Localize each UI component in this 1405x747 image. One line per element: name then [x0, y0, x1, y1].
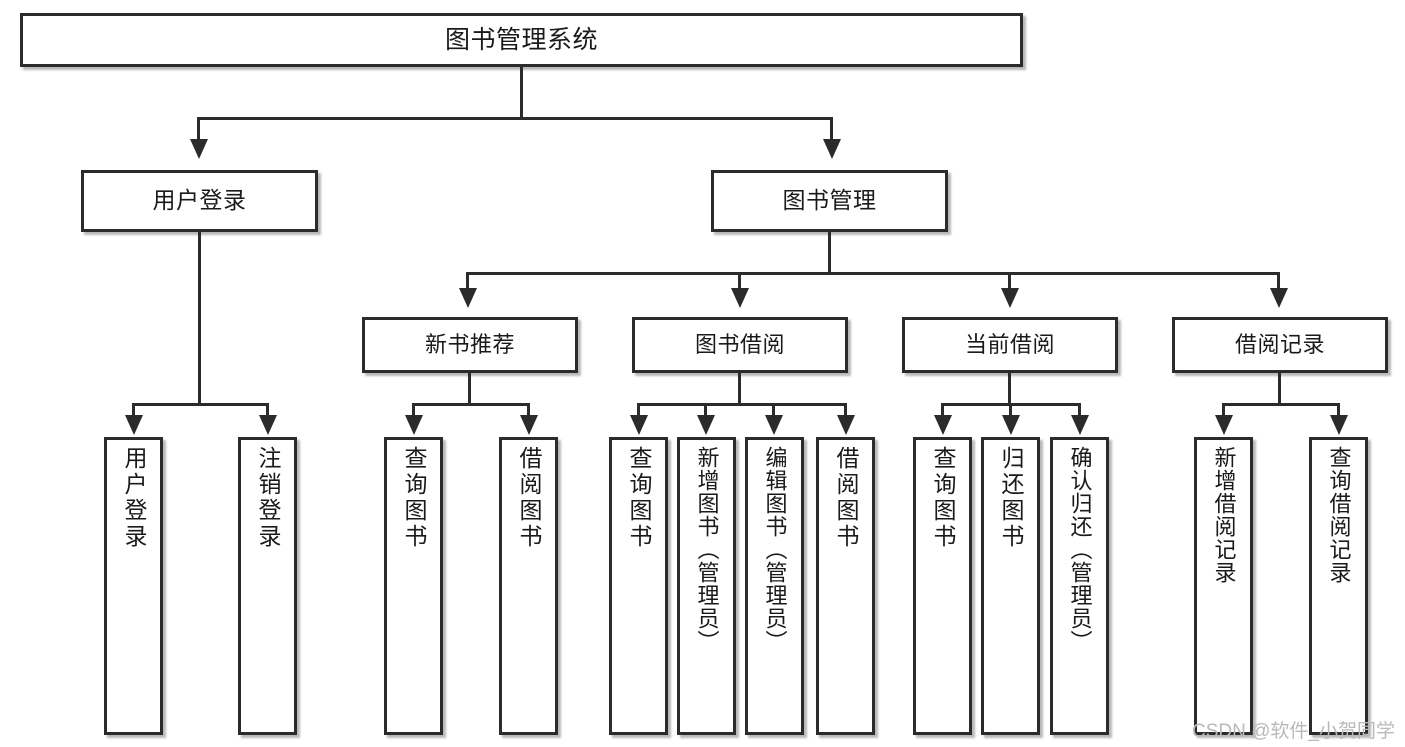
arrowhead-user-login-to-leaf2 [259, 415, 277, 435]
arrowhead-root-to-user-login [190, 139, 208, 159]
edge-book-manage-to-lvl3-4 [1277, 272, 1280, 290]
node-label: 新增图书（管理员） [694, 446, 720, 653]
node-label: 查询图书 [401, 446, 427, 550]
node-book-borrow[interactable]: 图书借阅 [632, 317, 848, 373]
arrowhead-borrow-record-to-leaf1 [1215, 415, 1233, 435]
edge-borrow-record-stem [1278, 373, 1281, 405]
node-book-manage[interactable]: 图书管理 [711, 170, 948, 232]
edge-book-manage-to-lvl3-1 [466, 272, 469, 290]
node-label: 图书管理系统 [444, 26, 598, 54]
node-label: 图书管理 [782, 187, 877, 214]
arrowhead-current-borrow-to-leaf1 [934, 415, 952, 435]
node-borrow-record[interactable]: 借阅记录 [1172, 317, 1388, 373]
edge-book-borrow-to-leaf2 [704, 403, 707, 419]
node-label: 借阅图书 [516, 446, 542, 550]
edge-book-manage-bar [466, 272, 1280, 275]
edge-user-login-stem [198, 232, 201, 406]
arrowhead-new-book-to-leaf1 [405, 415, 423, 435]
node-label: 用户登录 [152, 187, 247, 214]
arrowhead-current-borrow-to-leaf2 [1002, 415, 1020, 435]
edge-current-borrow-to-leaf2 [1009, 403, 1012, 419]
node-label: 新增借阅记录 [1211, 446, 1237, 584]
edge-borrow-record-bar [1222, 403, 1340, 406]
arrowhead-book-manage-to-lvl3-2 [731, 288, 749, 308]
leaf-query-book-2[interactable]: 查询图书 [609, 437, 668, 735]
edge-book-borrow-stem [738, 373, 741, 405]
leaf-query-borrow-record[interactable]: 查询借阅记录 [1309, 437, 1368, 735]
node-label: 借阅图书 [833, 446, 859, 550]
edge-root-to-user-login [197, 117, 200, 141]
arrowhead-user-login-to-leaf1 [125, 415, 143, 435]
node-label: 查询借阅记录 [1326, 446, 1352, 584]
arrowhead-book-borrow-to-leaf3 [765, 415, 783, 435]
arrowhead-book-borrow-to-leaf4 [837, 415, 855, 435]
arrowhead-root-to-book-manage [823, 139, 841, 159]
edge-user-login-to-leaf2 [266, 403, 269, 419]
leaf-add-book[interactable]: 新增图书（管理员） [677, 437, 736, 735]
edge-root-stem [520, 67, 523, 117]
edge-book-borrow-to-leaf1 [637, 403, 640, 419]
leaf-add-borrow-record[interactable]: 新增借阅记录 [1194, 437, 1253, 735]
node-label: 当前借阅 [964, 331, 1055, 357]
edge-book-borrow-to-leaf4 [844, 403, 847, 419]
node-new-book-recommend[interactable]: 新书推荐 [362, 317, 578, 373]
node-label: 借阅记录 [1234, 331, 1325, 357]
node-label: 归还图书 [998, 446, 1024, 550]
node-label: 查询图书 [626, 446, 652, 550]
arrowhead-new-book-to-leaf2 [520, 415, 538, 435]
edge-current-borrow-to-leaf1 [941, 403, 944, 419]
leaf-borrow-book-1[interactable]: 借阅图书 [499, 437, 558, 735]
arrowhead-current-borrow-to-leaf3 [1071, 415, 1089, 435]
edge-book-manage-stem [828, 232, 831, 274]
edge-root-to-book-manage [830, 117, 833, 141]
node-current-borrow[interactable]: 当前借阅 [902, 317, 1118, 373]
node-root-system[interactable]: 图书管理系统 [20, 13, 1023, 67]
edge-book-borrow-bar [637, 403, 847, 406]
edge-current-borrow-stem [1008, 373, 1011, 405]
node-label: 新书推荐 [424, 331, 515, 357]
node-label: 查询图书 [930, 446, 956, 550]
leaf-return-book[interactable]: 归还图书 [981, 437, 1040, 735]
arrowhead-book-manage-to-lvl3-4 [1270, 288, 1288, 308]
leaf-edit-book[interactable]: 编辑图书（管理员） [745, 437, 804, 735]
node-user-login[interactable]: 用户登录 [81, 170, 318, 232]
edge-borrow-record-to-leaf2 [1337, 403, 1340, 419]
edge-new-book-to-leaf1 [412, 403, 415, 419]
arrowhead-book-manage-to-lvl3-1 [459, 288, 477, 308]
leaf-query-book-3[interactable]: 查询图书 [913, 437, 972, 735]
edge-user-login-bar [132, 403, 269, 406]
leaf-query-book-1[interactable]: 查询图书 [384, 437, 443, 735]
edge-root-bar [197, 117, 833, 120]
node-label: 用户登录 [121, 446, 147, 550]
edge-book-manage-to-lvl3-3 [1008, 272, 1011, 290]
edge-new-book-stem [468, 373, 471, 405]
edge-book-manage-to-lvl3-2 [738, 272, 741, 290]
node-label: 图书借阅 [694, 331, 785, 357]
arrowhead-book-borrow-to-leaf1 [630, 415, 648, 435]
edge-new-book-bar [412, 403, 530, 406]
edge-user-login-to-leaf1 [132, 403, 135, 419]
node-label: 确认归还（管理员） [1067, 446, 1093, 653]
node-label: 编辑图书（管理员） [762, 446, 788, 653]
arrowhead-book-borrow-to-leaf2 [697, 415, 715, 435]
leaf-borrow-book-2[interactable]: 借阅图书 [816, 437, 875, 735]
leaf-confirm-return[interactable]: 确认归还（管理员） [1050, 437, 1109, 735]
node-label: 注销登录 [255, 446, 281, 550]
leaf-logout-login[interactable]: 注销登录 [238, 437, 297, 735]
arrowhead-book-manage-to-lvl3-3 [1001, 288, 1019, 308]
edge-borrow-record-to-leaf1 [1222, 403, 1225, 419]
edge-new-book-to-leaf2 [527, 403, 530, 419]
leaf-user-login[interactable]: 用户登录 [104, 437, 163, 735]
edge-book-borrow-to-leaf3 [772, 403, 775, 419]
arrowhead-borrow-record-to-leaf2 [1330, 415, 1348, 435]
edge-current-borrow-to-leaf3 [1078, 403, 1081, 419]
